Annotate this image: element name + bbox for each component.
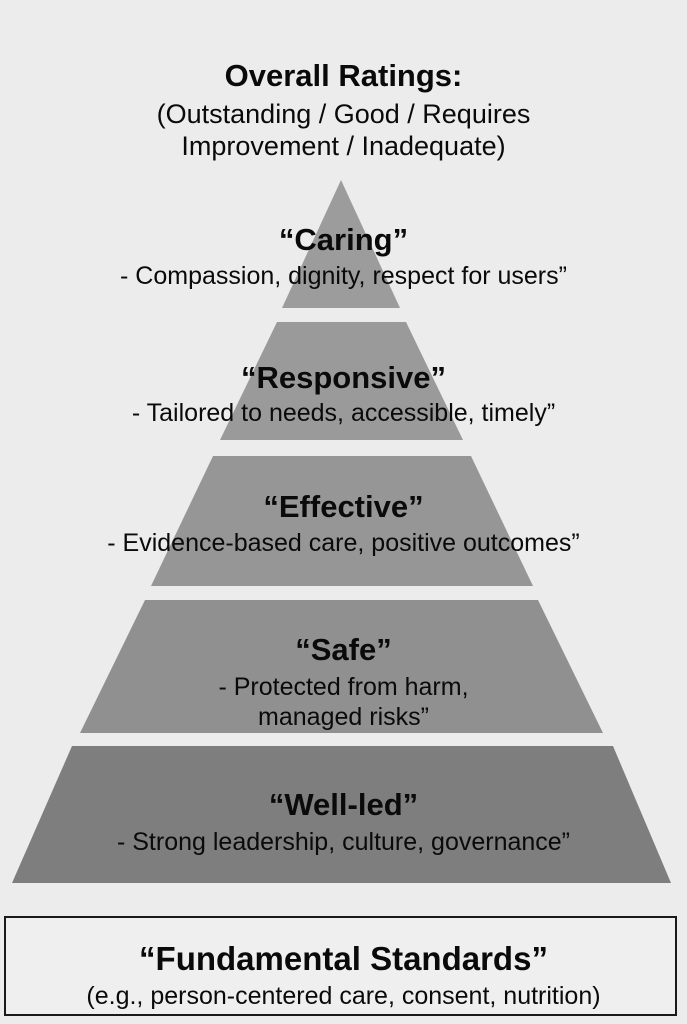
tier-responsive-name: “Responsive” [240, 360, 446, 395]
tier-effective-name: “Effective” [263, 489, 424, 524]
tier-safe-desc-line1: - Protected from harm, [218, 673, 469, 701]
pyramid-tier-safe [80, 600, 603, 733]
tier-well-led-name: “Well-led” [268, 787, 419, 822]
tier-well-led-desc: - Strong leadership, culture, governance… [116, 828, 571, 856]
pyramid-tier-effective [151, 456, 533, 586]
tier-effective-desc: - Evidence-based care, positive outcomes… [107, 529, 580, 557]
tier-safe-desc-line2: managed risks” [258, 703, 429, 731]
pyramid-tier-caring [282, 180, 400, 308]
foundation-desc: (e.g., person-centered care, consent, nu… [86, 982, 601, 1010]
tier-safe-name: “Safe” [295, 632, 392, 667]
pyramid-tier-well-led [12, 746, 671, 883]
tier-caring-desc: - Compassion, dignity, respect for users… [120, 262, 567, 290]
diagram-title: Overall Ratings: [224, 58, 463, 93]
tier-responsive-desc: - Tailored to needs, accessible, timely” [131, 399, 556, 427]
diagram-subtitle-line2: Improvement / Inadequate) [181, 131, 506, 161]
foundation-name: “Fundamental Standards” [139, 940, 548, 977]
pyramid-tier-responsive [220, 322, 463, 440]
pyramid [12, 180, 671, 883]
diagram-subtitle-line1: (Outstanding / Good / Requires [156, 99, 531, 129]
foundation-box [4, 916, 677, 1016]
tier-caring-name: “Caring” [278, 222, 409, 257]
